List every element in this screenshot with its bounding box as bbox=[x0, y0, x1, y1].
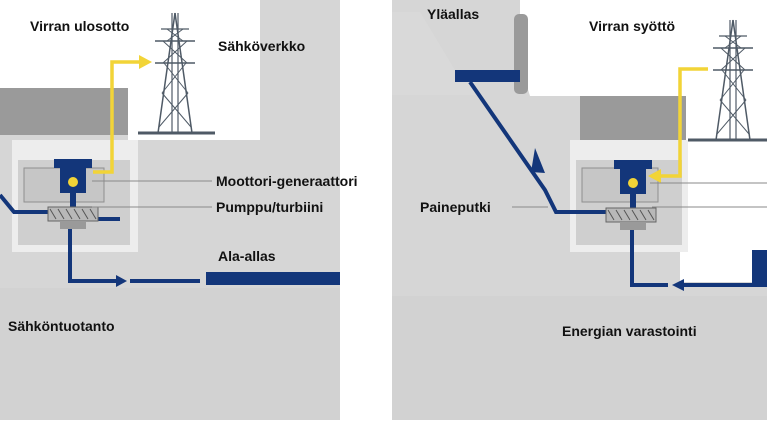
right-upper-terrain bbox=[392, 12, 475, 95]
flow-arrow-icon bbox=[672, 279, 684, 291]
flow-arrow-icon bbox=[648, 169, 661, 183]
right-penstock bbox=[468, 80, 620, 214]
right-caption: Energian varastointi bbox=[562, 323, 697, 339]
flow-arrow-icon bbox=[139, 55, 152, 69]
right-base bbox=[392, 296, 767, 420]
pump-turbine-label: Pumppu/turbiini bbox=[216, 199, 324, 215]
flow-arrow-icon bbox=[116, 275, 127, 287]
right-power-line bbox=[660, 67, 708, 178]
left-ground-base bbox=[0, 288, 340, 420]
right-tailrace bbox=[630, 226, 668, 287]
left-tailrace bbox=[68, 226, 118, 283]
left-lower-reservoir bbox=[206, 272, 340, 285]
power-pylon-icon bbox=[154, 12, 196, 134]
pump-turbine-icon bbox=[605, 207, 657, 230]
lower-reservoir-label: Ala-allas bbox=[218, 248, 276, 264]
power-out-label: Virran ulosotto bbox=[30, 18, 130, 34]
motor-generator-label: Moottori-generaattori bbox=[216, 173, 358, 189]
right-lower-reservoir bbox=[752, 250, 767, 286]
right-roof bbox=[580, 96, 686, 140]
left-caption: Sähköntuotanto bbox=[8, 318, 115, 334]
right-upper-reservoir bbox=[455, 70, 520, 82]
grid-label: Sähköverkko bbox=[218, 38, 306, 54]
motor-generator-icon bbox=[54, 159, 92, 207]
upper-reservoir-label: Yläallas bbox=[427, 6, 480, 22]
left-roof bbox=[0, 88, 128, 135]
penstock-label: Paineputki bbox=[420, 199, 491, 215]
flow-arrow-icon bbox=[531, 148, 545, 173]
left-panel bbox=[0, 0, 340, 420]
left-power-line bbox=[93, 60, 140, 174]
pump-turbine-icon bbox=[47, 206, 99, 229]
motor-generator-icon bbox=[614, 160, 652, 208]
power-in-label: Virran syöttö bbox=[589, 18, 676, 34]
right-panel bbox=[392, 0, 767, 420]
